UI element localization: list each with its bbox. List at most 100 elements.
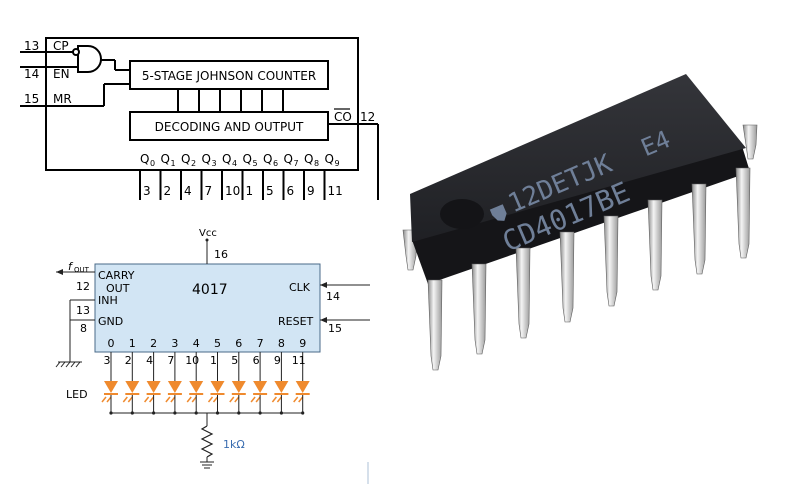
- led-ray: [186, 396, 192, 403]
- decoder-box: [129, 111, 329, 141]
- junction-dot: [279, 411, 283, 415]
- led-ray: [212, 396, 219, 403]
- fout-subscript: OUT: [74, 266, 90, 274]
- led-ray: [149, 396, 155, 403]
- output-index: 0: [108, 337, 115, 350]
- q-label: Q: [284, 152, 293, 166]
- ic-outline: [45, 37, 359, 171]
- junction-dot: [152, 411, 156, 415]
- chip-pin-number: 4: [146, 354, 153, 367]
- junction-dot: [130, 411, 134, 415]
- en-label: EN: [53, 67, 70, 81]
- carry-pin: 12: [76, 280, 90, 293]
- output-index: 5: [214, 337, 221, 350]
- vcc-pin: 16: [214, 248, 228, 261]
- q-label: Q: [263, 152, 272, 166]
- chip-leg: [515, 247, 531, 339]
- output-pin-number: 7: [205, 184, 213, 198]
- output-index: 8: [278, 337, 285, 350]
- chip-pin-number: 6: [253, 354, 260, 367]
- q-label: Q: [222, 152, 231, 166]
- output-index: 2: [150, 337, 157, 350]
- q-label: Q: [161, 152, 170, 166]
- led-diode: [210, 381, 225, 393]
- chip-pin-number: 10: [185, 354, 199, 367]
- output-index: 1: [129, 337, 136, 350]
- circuit-labels: Vcc 16 4017 f OUT CARRY OUT 12 INH 13 GN…: [66, 228, 342, 451]
- q-subscript: 3: [212, 159, 217, 168]
- output-index: 3: [171, 337, 178, 350]
- led-diode: [104, 381, 118, 393]
- junction-dot: [173, 411, 177, 415]
- chip-leg: [427, 279, 443, 371]
- q-subscript: 1: [171, 159, 176, 168]
- vcc-label: Vcc: [199, 228, 217, 239]
- led-diode: [295, 381, 310, 393]
- q-subscript: 5: [253, 159, 258, 168]
- output-index: 6: [235, 337, 242, 350]
- led-ray: [207, 396, 214, 403]
- led-ray: [165, 396, 171, 403]
- led-diode: [253, 381, 268, 393]
- chip-name: 4017: [192, 282, 228, 298]
- gnd-label: GND: [98, 315, 123, 328]
- chip-leg: [742, 124, 758, 160]
- output-pin-number: 6: [287, 184, 295, 198]
- cp-inverter-bubble: [72, 48, 80, 56]
- q-label: Q: [325, 152, 334, 166]
- chip-pin-number: 11: [292, 354, 306, 367]
- inh-pin: 13: [76, 304, 90, 317]
- chip-side: [412, 146, 750, 284]
- led-diode: [167, 381, 182, 393]
- fout-label: f: [68, 260, 74, 273]
- led-label: LED: [66, 388, 88, 401]
- led-ray: [293, 396, 299, 403]
- q-label: Q: [140, 152, 149, 166]
- chip-pin-number: 3: [104, 354, 111, 367]
- junction-dot: [215, 411, 220, 415]
- chip-leg: [647, 199, 663, 291]
- chip-pin-number: 1: [210, 354, 217, 367]
- pin12-label: 12: [360, 110, 375, 124]
- junction-dot: [301, 411, 305, 415]
- chip-leg: [471, 263, 487, 355]
- led-ray: [234, 396, 240, 403]
- cp-label: CP: [53, 39, 69, 53]
- counter-decoder-wires: [177, 89, 284, 112]
- output-index: 9: [299, 337, 306, 350]
- ti-logo: [489, 204, 507, 221]
- chip-top: [410, 74, 746, 242]
- junction-dot: [237, 411, 241, 415]
- q-label: Q: [202, 152, 211, 166]
- led-ray: [170, 396, 176, 403]
- inh-label: INH: [98, 294, 118, 307]
- output-pin-number: 2: [164, 184, 172, 198]
- led-ray: [276, 396, 282, 403]
- q-subscript: 7: [294, 159, 299, 168]
- q-subscript: 2: [191, 159, 196, 168]
- chip-leg: [691, 183, 707, 275]
- clk-label: CLK: [289, 281, 311, 294]
- out-label: OUT: [106, 282, 130, 295]
- junction-dot: [258, 411, 262, 415]
- chip-pin-number: 2: [125, 354, 132, 367]
- resistor: [200, 425, 214, 458]
- q-subscript: 9: [335, 159, 340, 168]
- pin14-label: 14: [24, 67, 39, 81]
- led-diode: [146, 381, 161, 393]
- pin13-label: 13: [24, 39, 39, 53]
- carry-label: CARRY: [98, 269, 135, 282]
- johnson-counter-label: 5-STAGE JOHNSON COUNTER: [142, 69, 316, 83]
- q-subscript: 6: [273, 159, 278, 168]
- q-subscript: 8: [314, 159, 319, 168]
- chip-leg: [603, 215, 619, 307]
- led-ray: [191, 396, 197, 403]
- led-ray: [255, 396, 261, 403]
- q-label: Q: [181, 152, 190, 166]
- front-legs: [427, 167, 751, 371]
- block-labels: 13 CP 14 EN 15 MR 5-STAGE JOHNSON COUNTE…: [24, 37, 375, 134]
- chip-leg: [735, 167, 751, 259]
